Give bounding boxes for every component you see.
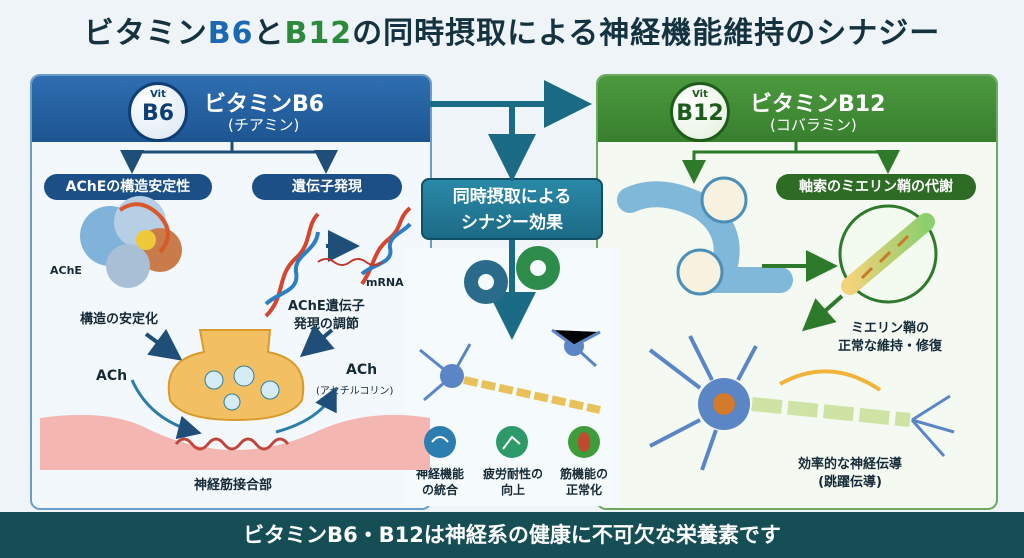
fatigue-line1: 疲労耐性の [482,467,543,481]
b6-badge-num: B6 [141,101,175,126]
brain-line1: 神経機能 [415,467,464,481]
bottom-right-label: 円滑な 神経伝達 [332,436,384,472]
ache-label: AChE [50,264,82,277]
title-pre: ビタミン [83,16,208,51]
pill-ache-structure: AChEの構造安定性 [44,174,212,200]
conduction-label: 効率的な神経伝導 (跳躍伝導) [798,456,902,492]
b12-panel: Vit B12 ビタミンB12 (コバラミン) 軸索のミエリン鞘の代謝 ミエリン… [596,74,998,510]
b12-badge-vit: Vit [692,89,708,100]
b6-name: ビタミンB6 [204,92,325,117]
muscle-line2: 正常化 [565,483,602,497]
stabilize-label: 構造の安定化 [80,312,159,327]
bottom-left-line1: 適切な [65,437,105,452]
b12-name: ビタミンB12 [750,92,886,117]
bottom-left-label: 適切な ACh分解 [58,436,113,472]
synergy-line1: 同時摂取による [452,187,572,207]
footer-banner: ビタミンB6・B12は神経系の健康に不可欠な栄養素です [0,512,1024,558]
b12-badge: Vit B12 [670,82,730,142]
ach-right-sub: (アセチルコリン) [316,386,394,397]
b6-badge-vit: Vit [150,89,166,100]
muscle-line1: 筋機能の [559,467,608,481]
gene-reg-line1: AChE遺伝子 [288,299,365,314]
page-title: ビタミンB6とB12の同時摂取による神経機能維持のシナジー [0,8,1024,52]
b6-sub: (チアミン) [228,116,300,134]
title-post: の同時摂取による神経機能維持のシナジー [352,16,941,51]
conduction-line2: (跳躍伝導) [818,475,882,490]
myelin-label: ミエリン鞘の 正常な維持・修復 [838,320,942,356]
b12-header [598,76,996,142]
ach-right-label: ACh [346,362,378,378]
b6-panel: Vit B6 ビタミンB6 (チアミン) AChEの構造安定性 遺伝子発現 AC… [30,74,432,510]
synergy-line2: シナジー効果 [461,213,563,233]
ach-left-label: ACh [96,368,128,384]
gene-reg-line2: 発現の調節 [293,317,359,332]
myelin-line2: 正常な維持・修復 [838,339,943,354]
b12-badge-num: B12 [676,101,724,126]
synergy-box: 同時摂取による シナジー効果 [421,178,603,240]
bottom-right-line1: 円滑な [338,437,378,452]
bottom-right-line2: 神経伝達 [332,455,385,470]
title-b6: B6 [207,16,254,51]
myelin-line1: ミエリン鞘の [851,321,930,336]
icon-label-brain: 神経機能 の統合 [408,466,472,498]
title-b12: B12 [284,16,353,51]
pill-myelin-metabolism: 軸索のミエリン鞘の代謝 [776,174,976,200]
title-mid: と [253,16,285,51]
b6-badge: Vit B6 [128,82,188,142]
gene-regulation-label: AChE遺伝子 発現の調節 [288,298,365,334]
pill-gene-expression: 遺伝子発現 [252,174,402,200]
b6-header [32,76,430,142]
fatigue-line2: 向上 [500,483,525,497]
bottom-left-line2: ACh分解 [58,455,113,470]
icon-label-fatigue: 疲労耐性の 向上 [476,466,550,498]
brain-line2: の統合 [421,483,458,497]
mrna-label: mRNA [366,276,404,289]
icon-label-muscle: 筋機能の 正常化 [552,466,616,498]
junction-label: 神経筋接合部 [194,478,273,493]
b12-sub: (コバラミン) [770,116,857,134]
conduction-line1: 効率的な神経伝導 [798,457,903,472]
